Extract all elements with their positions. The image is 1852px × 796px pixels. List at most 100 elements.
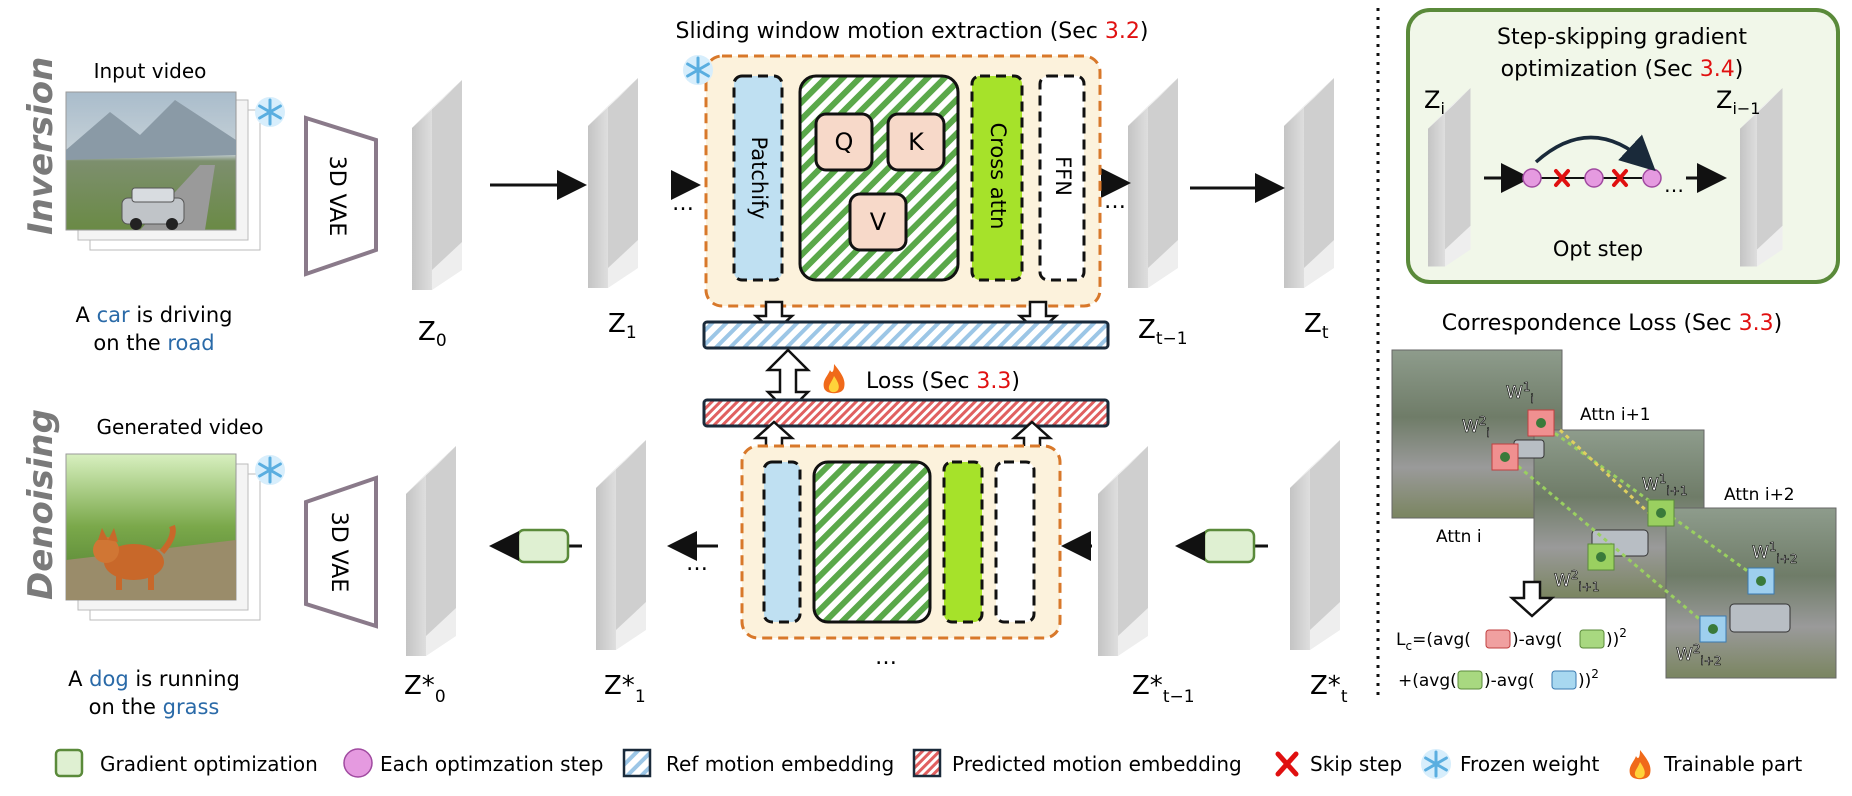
cross-attn-label: Cross attn xyxy=(986,123,1010,230)
hollow-arrow-to-formula xyxy=(1508,580,1556,618)
w-markers xyxy=(1491,409,1775,643)
generated-video-frames xyxy=(65,453,261,621)
legend-frozen-snowflake-icon xyxy=(1419,747,1453,781)
denoising-label: Denoising xyxy=(21,409,61,600)
generated-caption-line1: A dog is running xyxy=(68,667,240,691)
attn-i2-label: Attn i+2 xyxy=(1724,485,1795,505)
formula: Lc=(avg( )-avg( ))2 +(avg( )-avg( ))2 xyxy=(1396,626,1627,691)
legend-each-step-label: Each optimzation step xyxy=(380,752,603,776)
svg-text:+(avg(: +(avg( xyxy=(1398,671,1457,691)
label-z-star-t-1: Z*t−1 xyxy=(1132,671,1195,707)
w2-i1-label: W2i+1 xyxy=(1554,568,1599,594)
legend: Gradient optimization Each optimzation s… xyxy=(54,747,1802,781)
svg-text:))2: ))2 xyxy=(1578,667,1599,691)
skip-curve-arrow xyxy=(1534,134,1656,172)
svg-text:3D VAE: 3D VAE xyxy=(324,156,349,237)
input-caption-line2: on the road xyxy=(93,331,214,355)
opt-step-label: Opt step xyxy=(1553,237,1643,261)
svg-text:…: … xyxy=(1664,173,1684,197)
label-z-star-0: Z*0 xyxy=(404,671,446,707)
step-skip-title-line1: Step-skipping gradient xyxy=(1497,25,1747,50)
latent-z0 xyxy=(412,80,462,290)
ffn-label: FFN xyxy=(1051,156,1075,196)
frozen-snowflake-icon-block xyxy=(681,53,715,87)
trainable-flame-icon-loss xyxy=(823,364,845,394)
legend-pred-motion-label: Predicted motion embedding xyxy=(952,752,1242,776)
svg-text:))2: ))2 xyxy=(1606,626,1627,650)
v-label: V xyxy=(870,208,887,236)
svg-text:)-avg(: )-avg( xyxy=(1484,671,1535,691)
step-chain: … xyxy=(1484,134,1727,197)
opt-step-node-2 xyxy=(1584,168,1604,188)
input-caption-line1: A car is driving xyxy=(76,303,233,327)
step-skip-title-line2: optimization (Sec 3.4) xyxy=(1501,57,1744,82)
inversion-label: Inversion xyxy=(21,57,61,235)
w1-i1-label: W1i+1 xyxy=(1642,472,1687,498)
predicted-motion-embedding-bar xyxy=(702,398,1110,428)
attn-i-label: Attn i xyxy=(1436,527,1482,547)
loss-label: Loss (Sec 3.3) xyxy=(866,369,1020,394)
legend-ref-motion-swatch xyxy=(622,748,652,778)
generated-video-title: Generated video xyxy=(96,415,263,439)
sliding-window-title: Sliding window motion extraction (Sec 3.… xyxy=(676,19,1149,44)
label-zt-1: Zt−1 xyxy=(1138,315,1188,349)
opt-step-node-3 xyxy=(1642,168,1662,188)
q-label: Q xyxy=(835,128,854,156)
latent-z-star-t-1 xyxy=(1098,446,1148,656)
label-z0: Z0 xyxy=(418,317,447,351)
vae-encoder: 3D VAE xyxy=(304,115,378,277)
ellipsis-top-right: … xyxy=(1104,189,1126,214)
latent-z-star-1 xyxy=(596,440,646,650)
opt-step-node-1 xyxy=(1522,168,1542,188)
label-zt: Zt xyxy=(1304,309,1329,343)
legend-skip-step-label: Skip step xyxy=(1310,752,1402,776)
label-zi: Zi xyxy=(1424,86,1445,118)
label-z-star-1: Z*1 xyxy=(604,671,646,707)
svg-text:)-avg(: )-avg( xyxy=(1512,630,1563,650)
latent-z-star-t xyxy=(1290,440,1340,650)
latent-z1 xyxy=(588,78,638,288)
legend-gradient-opt-label: Gradient optimization xyxy=(100,752,318,776)
gradient-opt-box-right xyxy=(1202,528,1256,564)
transformer-block-top: Patchify Q K V Cross attn FFN xyxy=(704,54,1102,308)
latent-z-star-0 xyxy=(406,446,456,656)
label-z-star-t: Z*t xyxy=(1310,671,1348,707)
legend-trainable-label: Trainable part xyxy=(1663,752,1802,776)
legend-skip-x-icon xyxy=(1275,751,1299,777)
patchify-label: Patchify xyxy=(747,137,771,220)
svg-text:Lc=(avg(: Lc=(avg( xyxy=(1396,630,1471,653)
transformer-block-bottom xyxy=(740,444,1062,640)
ellipsis-bottom-center: … xyxy=(875,645,897,670)
input-video-frames xyxy=(65,91,261,251)
legend-pred-motion-swatch xyxy=(912,748,942,778)
legend-frozen-label: Frozen weight xyxy=(1460,752,1599,776)
ref-motion-embedding-bar xyxy=(702,320,1110,350)
latent-zt-1 xyxy=(1128,78,1178,288)
k-label: K xyxy=(908,128,925,156)
frozen-snowflake-icon-bottom-vae xyxy=(253,453,287,487)
ellipsis-bottom-left: … xyxy=(686,551,708,576)
w1-i2-label: W1i+2 xyxy=(1752,540,1797,566)
generated-caption-line2: on the grass xyxy=(89,695,220,719)
frozen-snowflake-icon-top-vae xyxy=(253,95,287,129)
legend-trainable-flame-icon xyxy=(1629,750,1651,780)
skip-x-icon-1 xyxy=(1554,169,1570,187)
svg-text:3D VAE: 3D VAE xyxy=(326,512,351,593)
latent-zt xyxy=(1284,78,1334,288)
attn-i1-label: Attn i+1 xyxy=(1580,405,1651,425)
label-z1: Z1 xyxy=(608,309,637,343)
input-video-title: Input video xyxy=(94,59,207,83)
gradient-opt-box-left xyxy=(516,528,570,564)
ellipsis-top-left: … xyxy=(672,191,694,216)
w1-i-label: W1i xyxy=(1506,380,1534,406)
vae-decoder: 3D VAE xyxy=(304,475,378,629)
w2-i-label: W2i xyxy=(1462,414,1490,440)
legend-gradient-opt-swatch xyxy=(54,748,84,778)
label-zi-1: Zi−1 xyxy=(1716,86,1760,118)
legend-step-node-icon xyxy=(343,748,373,778)
skip-x-icon-2 xyxy=(1612,169,1628,187)
legend-ref-motion-label: Ref motion embedding xyxy=(666,752,894,776)
w2-i2-label: W2i+2 xyxy=(1676,642,1721,668)
attn-maps xyxy=(1391,349,1837,679)
